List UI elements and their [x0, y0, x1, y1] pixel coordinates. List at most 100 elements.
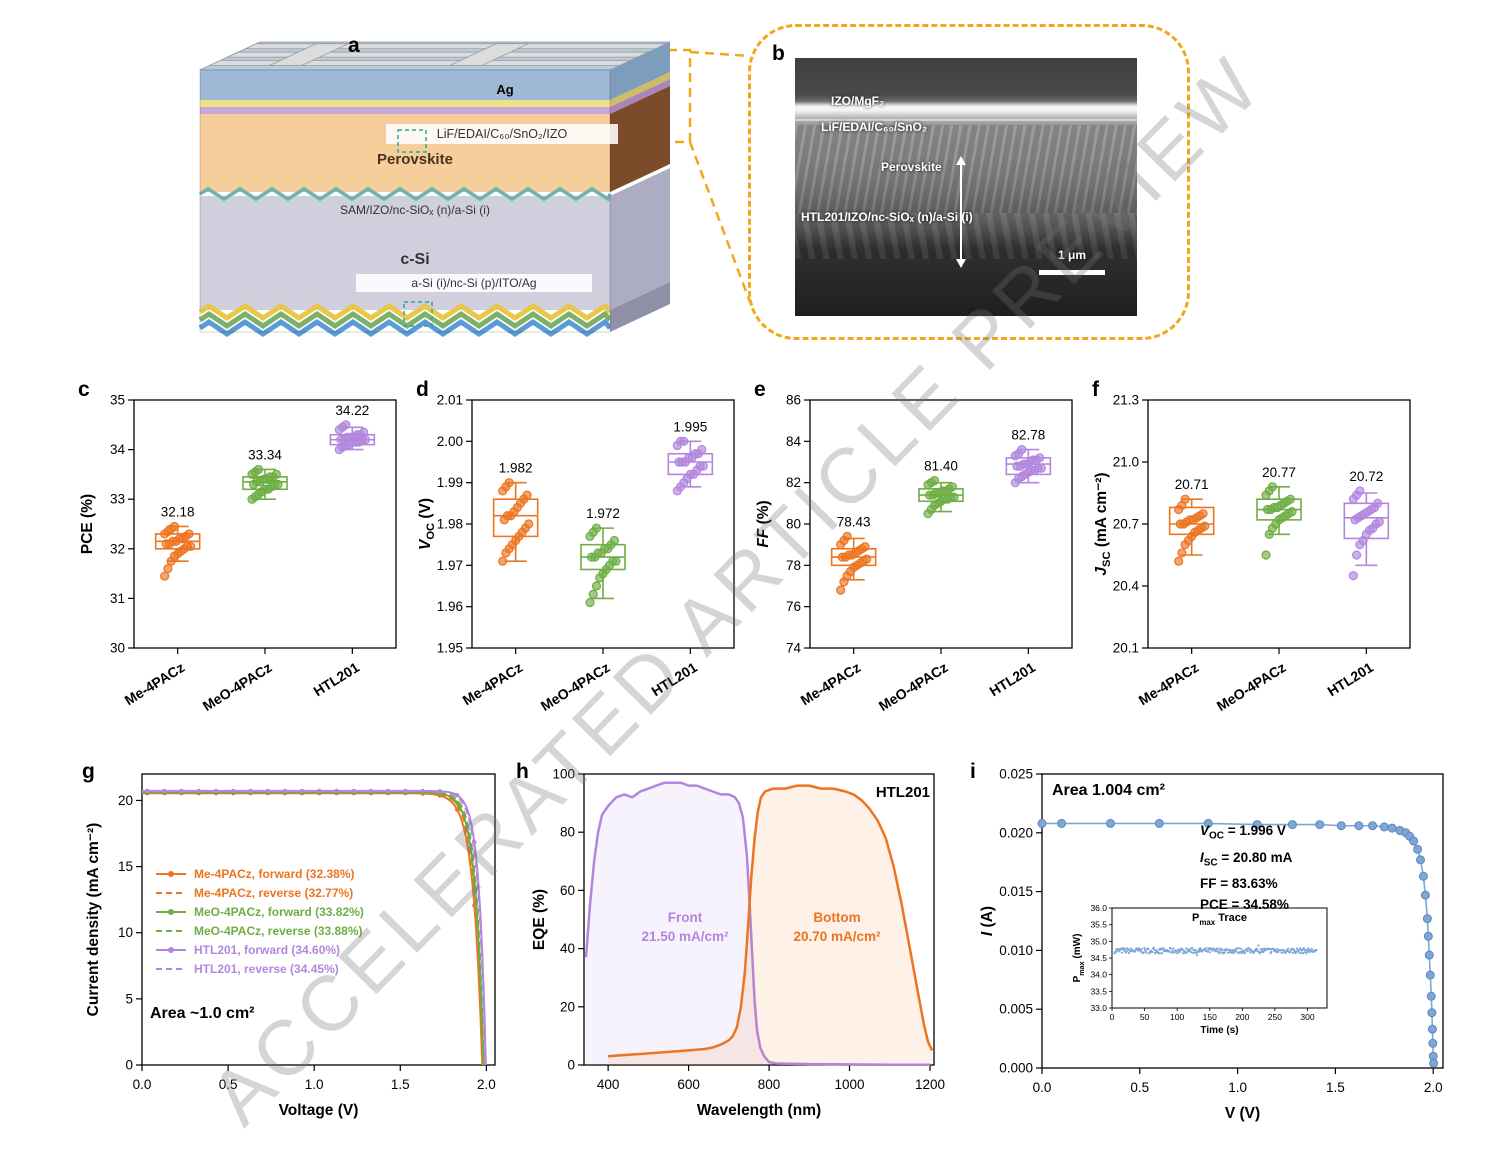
- svg-text:250: 250: [1268, 1012, 1282, 1022]
- svg-text:300: 300: [1300, 1012, 1314, 1022]
- svg-text:76: 76: [786, 599, 801, 614]
- svg-text:20.1: 20.1: [1113, 641, 1139, 656]
- svg-text:81.40: 81.40: [924, 459, 958, 474]
- svg-text:36.0: 36.0: [1090, 903, 1107, 913]
- svg-text:84: 84: [786, 434, 802, 449]
- svg-text:1.97: 1.97: [437, 558, 463, 573]
- svg-text:78.43: 78.43: [837, 514, 871, 529]
- svg-text:FF (%): FF (%): [755, 500, 772, 547]
- panel-letter-g: g: [82, 760, 95, 783]
- panel-letter-e: e: [754, 378, 766, 401]
- svg-text:34.5: 34.5: [1090, 953, 1107, 963]
- iv-metrics: VOC = 1.996 V ISC = 20.80 mA FF = 83.63%…: [1200, 820, 1292, 915]
- svg-text:Time (s): Time (s): [1200, 1025, 1238, 1036]
- svg-text:35: 35: [110, 393, 125, 408]
- svg-text:Me-4PACz, reverse (32.77%): Me-4PACz, reverse (32.77%): [194, 886, 353, 900]
- svg-text:20.71: 20.71: [1175, 477, 1209, 492]
- panel-letter-h: h: [516, 760, 529, 783]
- panel-letter-c: c: [78, 378, 90, 401]
- svg-text:15: 15: [118, 859, 133, 874]
- svg-text:HTL201: HTL201: [649, 659, 701, 699]
- metric-isc: ISC = 20.80 mA: [1200, 849, 1293, 869]
- svg-text:0.005: 0.005: [999, 1002, 1033, 1017]
- svg-text:MeO-4PACz: MeO-4PACz: [876, 659, 951, 714]
- svg-text:1.995: 1.995: [673, 419, 707, 434]
- svg-text:Me-4PACz, forward (32.38%): Me-4PACz, forward (32.38%): [194, 867, 354, 881]
- sem-bright-layer-line: [795, 107, 1137, 111]
- svg-text:50: 50: [1140, 1012, 1150, 1022]
- svg-text:20.4: 20.4: [1113, 579, 1140, 594]
- svg-text:30: 30: [110, 641, 125, 656]
- svg-text:1.5: 1.5: [1326, 1080, 1345, 1095]
- svg-text:1000: 1000: [834, 1077, 864, 1092]
- svg-text:0: 0: [1110, 1012, 1115, 1022]
- svg-text:5: 5: [125, 991, 133, 1006]
- svg-text:0.025: 0.025: [999, 767, 1033, 782]
- sem-perovskite-texture: [795, 125, 1137, 213]
- eqe-bottom-annotation: Bottom 20.70 mA/cm²: [762, 908, 912, 946]
- iv-area-annotation: Area 1.004 cm²: [1052, 782, 1165, 799]
- device-schematic: AgLiF/EDAI/C₆₀/SnO₂/IZOPerovskiteSAM/IZO…: [198, 41, 671, 338]
- schematic-label-top-stack: LiF/EDAI/C₆₀/SnO₂/IZO: [437, 127, 568, 141]
- svg-text:1.0: 1.0: [1228, 1080, 1247, 1095]
- panel-letter-i: i: [970, 760, 976, 783]
- svg-text:0: 0: [567, 1058, 575, 1073]
- eqe-device-label: HTL201: [875, 784, 930, 801]
- svg-text:20: 20: [118, 793, 133, 808]
- svg-text:0.015: 0.015: [999, 884, 1033, 899]
- svg-text:Voltage (V): Voltage (V): [279, 1102, 359, 1119]
- svg-text:JSC (mA cm⁻²): JSC (mA cm⁻²): [1093, 472, 1113, 575]
- metric-pce: PCE = 34.58%: [1200, 897, 1289, 913]
- svg-text:100: 100: [1170, 1012, 1184, 1022]
- schematic-label-csi: c-Si: [400, 251, 429, 268]
- svg-text:1.96: 1.96: [437, 599, 463, 614]
- svg-text:200: 200: [1235, 1012, 1249, 1022]
- svg-text:0.5: 0.5: [219, 1077, 238, 1092]
- svg-text:150: 150: [1203, 1012, 1217, 1022]
- svg-text:800: 800: [758, 1077, 781, 1092]
- svg-text:Me-4PACz: Me-4PACz: [1136, 659, 1202, 708]
- svg-text:2.00: 2.00: [437, 434, 463, 449]
- svg-text:1.982: 1.982: [499, 461, 533, 476]
- svg-text:Me-4PACz: Me-4PACz: [798, 659, 864, 708]
- svg-text:100: 100: [552, 767, 575, 782]
- scale-bar: [1039, 270, 1105, 275]
- sem-label-lif-stack: LiF/EDAI/C₆₀/SnO₂: [821, 120, 928, 134]
- svg-text:33.0: 33.0: [1090, 1003, 1107, 1013]
- svg-text:Wavelength (nm): Wavelength (nm): [697, 1102, 821, 1119]
- svg-text:74: 74: [786, 641, 802, 656]
- svg-text:0: 0: [125, 1058, 133, 1073]
- svg-text:MeO-4PACz: MeO-4PACz: [538, 659, 613, 714]
- svg-text:33: 33: [110, 492, 125, 507]
- svg-text:HTL201: HTL201: [987, 659, 1039, 699]
- svg-text:21.3: 21.3: [1113, 393, 1139, 408]
- svg-text:400: 400: [597, 1077, 620, 1092]
- eqe-front-name: Front: [667, 910, 703, 925]
- svg-text:20: 20: [560, 999, 575, 1014]
- sem-label-izo-mgf2: IZO/MgF₂: [831, 94, 885, 108]
- svg-text:Me-4PACz: Me-4PACz: [122, 659, 188, 708]
- svg-text:1.98: 1.98: [437, 517, 463, 532]
- eqe-bottom-name: Bottom: [813, 910, 861, 925]
- svg-text:1.99: 1.99: [437, 475, 463, 490]
- svg-text:34.22: 34.22: [335, 403, 369, 418]
- svg-text:33.34: 33.34: [248, 447, 282, 462]
- metric-voc: VOC = 1.996 V: [1200, 823, 1286, 842]
- svg-text:600: 600: [677, 1077, 700, 1092]
- metric-ff: FF = 83.63%: [1200, 876, 1278, 892]
- svg-text:MeO-4PACz: MeO-4PACz: [1214, 659, 1289, 714]
- svg-text:40: 40: [560, 941, 575, 956]
- svg-text:MeO-4PACz, forward (33.82%): MeO-4PACz, forward (33.82%): [194, 905, 364, 919]
- svg-text:2.01: 2.01: [437, 393, 463, 408]
- svg-text:1.5: 1.5: [391, 1077, 410, 1092]
- svg-text:I (A): I (A): [979, 906, 996, 936]
- svg-text:20.72: 20.72: [1349, 469, 1383, 484]
- svg-text:0.0: 0.0: [133, 1077, 152, 1092]
- svg-text:1200: 1200: [915, 1077, 945, 1092]
- svg-text:Me-4PACz: Me-4PACz: [460, 659, 526, 708]
- panel-letter-f: f: [1092, 378, 1099, 401]
